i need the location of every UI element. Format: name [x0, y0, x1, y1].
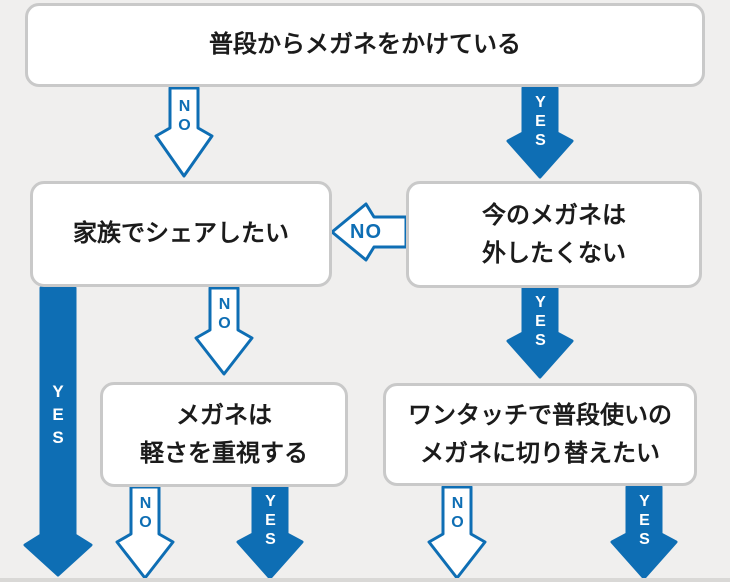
node-q3-line2: 外したくない	[482, 239, 626, 267]
arrow-label: YES	[262, 493, 279, 550]
arrow-yes-q1-to-q3: YES	[506, 86, 574, 179]
arrow-yes-q5-offscreen: YES	[610, 485, 678, 580]
arrow-label: YES	[48, 382, 68, 451]
node-q4-line2: 軽さを重視する	[140, 439, 308, 467]
node-q1-text: 普段からメガネをかけている	[209, 31, 521, 59]
arrow-no-q5-offscreen: NO	[427, 485, 487, 580]
node-q5-line1: ワンタッチで普段使いの	[408, 402, 672, 430]
node-q5: ワンタッチで普段使いの メガネに切り替えたい	[383, 383, 697, 486]
node-q2: 家族でシェアしたい	[30, 181, 332, 287]
node-q2-text: 家族でシェアしたい	[73, 220, 289, 248]
arrow-label: NO	[449, 495, 466, 533]
node-q4-line1: メガネは	[176, 402, 272, 430]
arrow-no-q4-offscreen: NO	[115, 485, 175, 580]
node-q1: 普段からメガネをかけている	[25, 3, 705, 87]
node-q3: 今のメガネは 外したくない	[406, 181, 702, 288]
arrow-label: NO	[216, 296, 233, 334]
node-q5-line2: メガネに切り替えたい	[420, 439, 660, 467]
node-q4: メガネは 軽さを重視する	[100, 382, 348, 487]
arrow-label: NO	[176, 98, 193, 136]
arrow-label: NO	[137, 495, 154, 533]
arrow-yes-q4-offscreen: YES	[236, 485, 304, 580]
arrow-yes-q3-to-q5: YES	[506, 286, 574, 379]
arrow-label: YES	[532, 94, 549, 151]
arrow-label: NO	[350, 221, 382, 243]
arrow-no-q2-to-q4: NO	[194, 286, 254, 376]
bottom-edge	[0, 578, 730, 582]
arrow-no-q1-to-q2: NO	[154, 86, 214, 178]
arrow-no-q3-to-q2: NO	[330, 202, 408, 262]
node-q3-line1: 今のメガネは	[482, 202, 626, 230]
arrow-yes-q2-offscreen: YES	[23, 286, 93, 577]
arrow-label: YES	[636, 493, 653, 550]
arrow-label: YES	[532, 294, 549, 351]
